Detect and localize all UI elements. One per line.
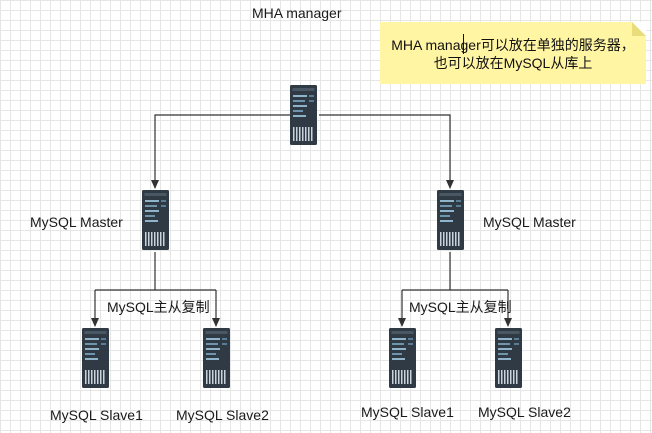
note-line-1: MHA manager可以放在单独的服务器， [391, 37, 635, 53]
left-slave2-server-icon[interactable] [203, 328, 230, 388]
right-master-label: MySQL Master [483, 214, 576, 230]
left-slave2-label: MySQL Slave2 [176, 407, 269, 423]
left-master-label: MySQL Master [30, 214, 123, 230]
text-cursor [463, 34, 464, 54]
edge-manager-to-right-master [319, 114, 454, 189]
right-slave1-server-icon[interactable] [389, 328, 416, 388]
manager-server-icon[interactable] [290, 85, 317, 145]
right-slave1-label: MySQL Slave1 [361, 404, 454, 420]
left-replication-label: MySQL主从复制 [107, 299, 210, 315]
note-fold-corner [632, 22, 646, 36]
note-text: MHA manager可以放在单独的服务器， 也可以放在MySQL从库上 [386, 36, 640, 72]
left-slave1-label: MySQL Slave1 [50, 407, 143, 423]
right-replication-label: MySQL主从复制 [409, 299, 512, 315]
right-slave2-server-icon[interactable] [495, 328, 522, 388]
manager-label: MHA manager [252, 5, 342, 21]
left-master-server-icon[interactable] [142, 190, 169, 250]
connectors [91, 114, 512, 327]
left-slave1-server-icon[interactable] [82, 328, 109, 388]
right-master-server-icon[interactable] [437, 190, 464, 250]
note-line-2: 也可以放在MySQL从库上 [433, 55, 593, 71]
right-slave2-label: MySQL Slave2 [478, 404, 571, 420]
sticky-note[interactable]: MHA manager可以放在单独的服务器， 也可以放在MySQL从库上 [380, 22, 646, 84]
edge-manager-to-left-master [151, 114, 290, 189]
